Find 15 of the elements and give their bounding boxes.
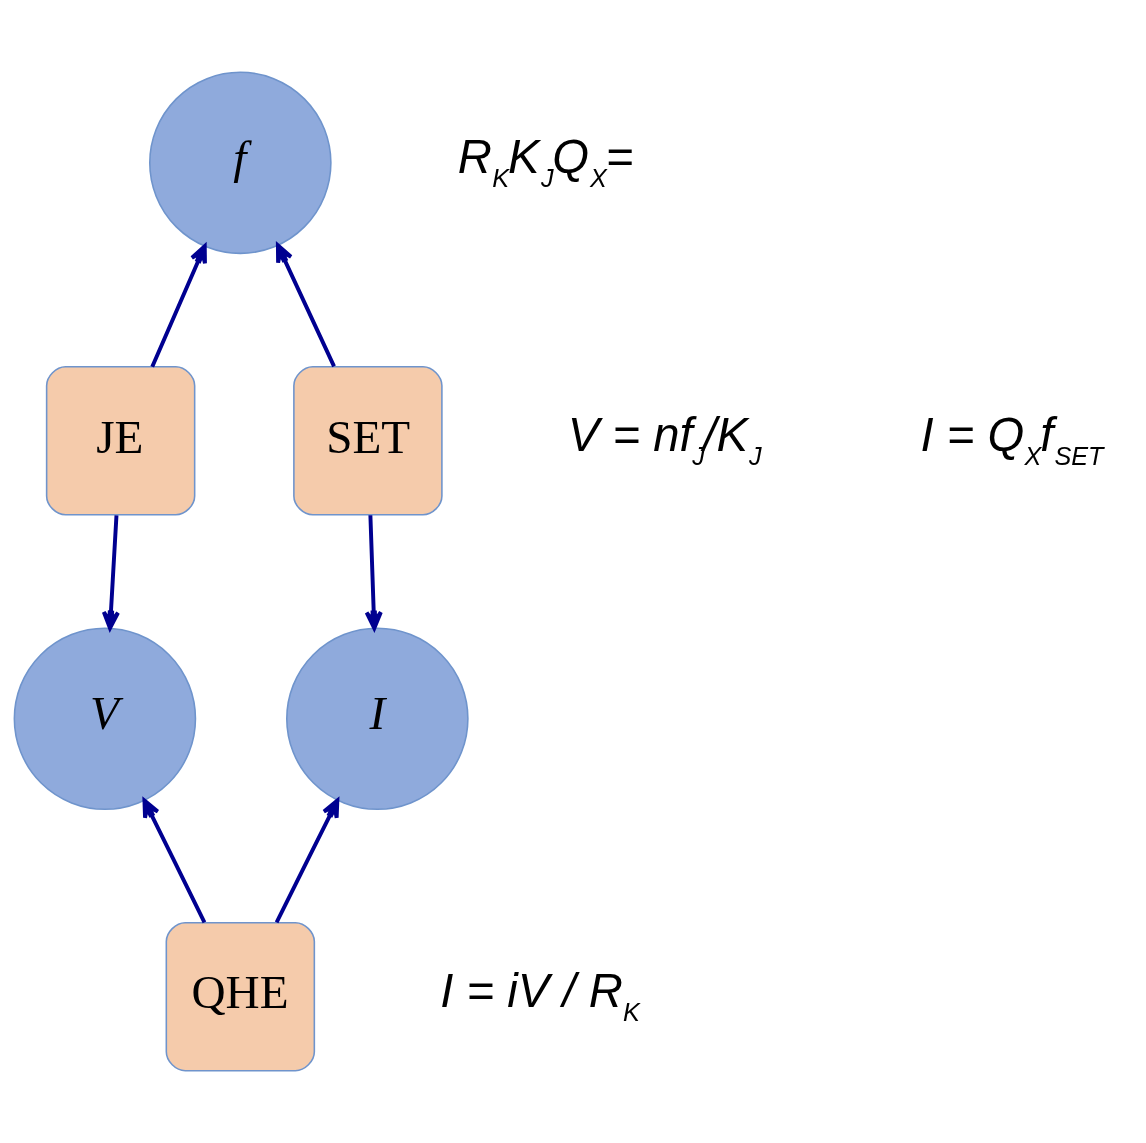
node-box: SET bbox=[293, 366, 443, 516]
arrow bbox=[274, 798, 340, 924]
arrow bbox=[142, 798, 207, 924]
node-circle: V bbox=[13, 627, 197, 811]
node-box: JE bbox=[45, 366, 196, 516]
arrow bbox=[150, 244, 207, 368]
node-box: QHE bbox=[165, 921, 316, 1072]
node-circle: I bbox=[286, 627, 469, 811]
label: R$_{K}$K$_{J}$Q$_{X}$= bbox=[457, 130, 634, 193]
arrow bbox=[101, 515, 120, 631]
label: I = iV / R$_{K}$ bbox=[440, 963, 640, 1026]
label: I = Q$_{X}$f$_{SET}$ bbox=[920, 408, 1104, 471]
arrow bbox=[364, 515, 383, 631]
arrow bbox=[275, 243, 336, 368]
node-circle: f bbox=[149, 71, 332, 255]
